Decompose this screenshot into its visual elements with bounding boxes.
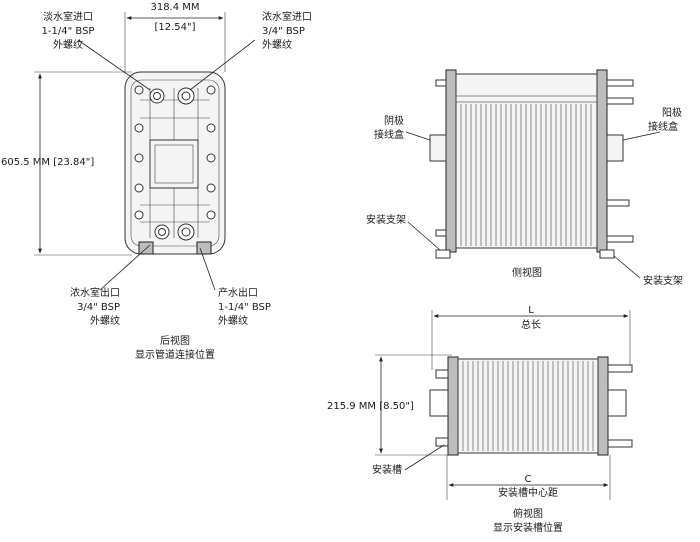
- cathode-box-label-2: 接线盒: [374, 130, 404, 141]
- bracket-left-label: 安装支架: [366, 215, 406, 226]
- slot-label: 安装槽: [372, 465, 402, 476]
- product-outlet-thread: 外螺纹: [218, 316, 248, 327]
- dilute-inlet-thread: 外螺纹: [53, 40, 83, 51]
- conc-inlet-size: 3/4" BSP: [262, 26, 305, 37]
- length-letter: L: [528, 305, 534, 316]
- conc-outlet-thread: 外螺纹: [90, 316, 120, 327]
- center-letter: C: [524, 474, 532, 485]
- anode-box-label-2: 接线盒: [648, 122, 678, 133]
- side-view-caption: 侧视图: [512, 268, 542, 279]
- conc-outlet-label: 浓水室出口: [70, 288, 120, 299]
- side-view-drawing: [405, 69, 661, 279]
- center-label: 安装槽中心距: [498, 488, 558, 499]
- rear-width-dim: 318.4 MM: [150, 2, 200, 13]
- anode-box-label-1: 阳极: [662, 108, 682, 119]
- rear-view-caption: 后视图: [160, 336, 190, 347]
- cathode-box-label-1: 阴极: [384, 116, 404, 127]
- product-outlet-label: 产水出口: [218, 288, 258, 299]
- top-view-subcaption: 显示安装槽位置: [493, 523, 563, 534]
- dilute-inlet-label: 淡水室进口: [43, 12, 93, 23]
- top-height-dim: 215.9 MM [8.50"]: [327, 401, 414, 412]
- top-view-drawing: [375, 310, 633, 500]
- product-outlet-size: 1-1/4" BSP: [218, 302, 271, 313]
- conc-inlet-thread: 外螺纹: [262, 40, 292, 51]
- top-view-caption: 俯视图: [513, 509, 543, 520]
- rear-view-drawing: [34, 12, 256, 291]
- dilute-inlet-size: 1-1/4" BSP: [41, 26, 95, 37]
- conc-inlet-label: 浓水室进口: [262, 12, 312, 23]
- rear-width-dim-inch: [12.54"]: [154, 22, 196, 33]
- conc-outlet-size: 3/4" BSP: [77, 302, 120, 313]
- length-label: 总长: [521, 320, 541, 331]
- bracket-right-label: 安装支架: [643, 276, 683, 287]
- rear-height-dim: 605.5 MM [23.84"]: [1, 157, 95, 168]
- rear-view-subcaption: 显示管道连接位置: [135, 350, 215, 361]
